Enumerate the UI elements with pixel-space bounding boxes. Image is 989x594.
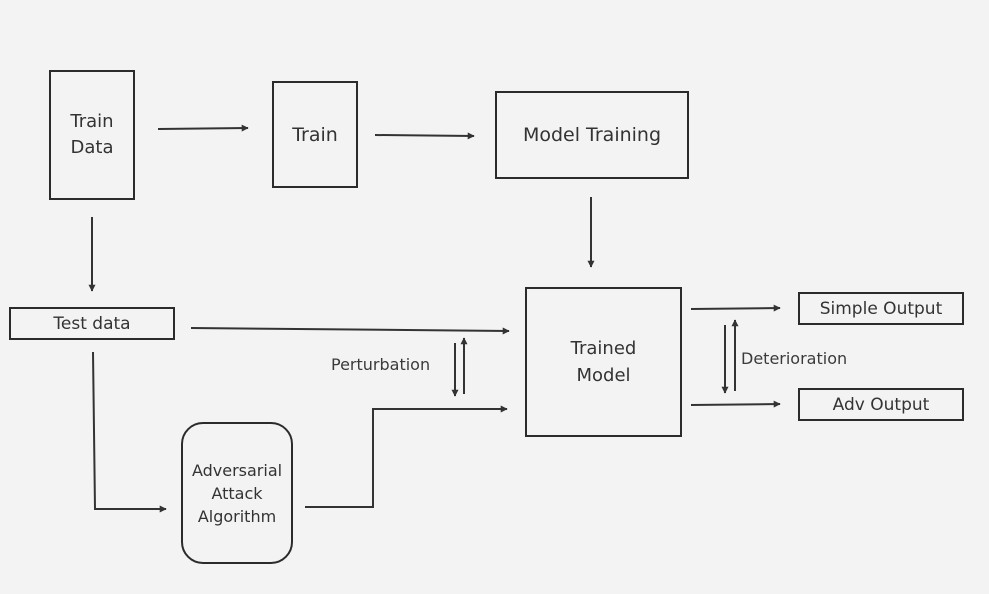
edge-adversarial-attack-to-trained-model <box>305 405 508 508</box>
edge-trained-model-to-adv-output <box>690 400 781 408</box>
edge-trained-model-to-simple-output <box>690 304 781 312</box>
node-adv-output: Adv Output <box>798 388 964 421</box>
edge-train-data-to-train <box>157 124 249 132</box>
node-train: Train <box>272 81 358 188</box>
adversarial-attack-line-3: Algorithm <box>197 506 277 526</box>
node-test-data: Test data <box>9 307 175 340</box>
train-data-line-2: Data <box>70 137 114 158</box>
adversarial-attack-line-2: Attack <box>211 483 263 503</box>
trained-model-line-2: Model <box>576 365 631 386</box>
train-data-line-1: Train <box>70 111 114 132</box>
test-data-label: Test data <box>53 313 131 334</box>
node-adversarial-attack-algorithm: Adversarial Attack Algorithm <box>181 422 293 564</box>
trained-model-line-1: Trained <box>570 338 637 359</box>
adv-output-label: Adv Output <box>832 394 930 415</box>
node-simple-output: Simple Output <box>798 292 964 325</box>
node-train-data: Train Data <box>49 70 135 200</box>
edge-test-data-to-adversarial-attack <box>92 351 167 513</box>
simple-output-label: Simple Output <box>819 298 943 319</box>
node-trained-model: Trained Model <box>525 287 682 437</box>
perturbation-label: Perturbation <box>331 355 431 374</box>
train-label: Train <box>292 123 338 146</box>
adversarial-attack-line-1: Adversarial <box>191 460 283 480</box>
node-model-training: Model Training <box>495 91 689 179</box>
edge-test-data-to-trained-model <box>190 327 510 335</box>
model-training-label: Model Training <box>522 124 662 146</box>
deterioration-label: Deterioration <box>741 349 848 368</box>
edge-train-to-model-training <box>374 132 475 140</box>
